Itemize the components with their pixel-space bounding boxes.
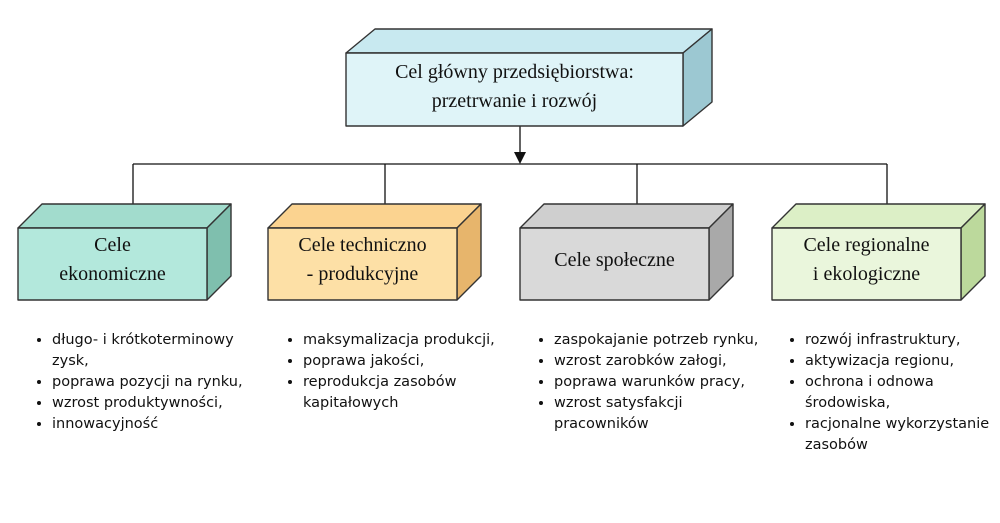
main-goal-box-front	[345, 52, 684, 127]
main-goal-title: Cel główny przedsiębiorstwa: przetrwanie…	[395, 61, 634, 112]
category-box-0-front	[17, 227, 208, 301]
list-item: aktywizacja regionu,	[805, 351, 995, 372]
list-item: ochrona i odnowa środowiska,	[805, 372, 995, 414]
list-item: reprodukcja zasobów kapitałowych	[303, 372, 503, 414]
category-title-regional: Cele regionalne i ekologiczne	[803, 234, 930, 285]
economic-goals-list: długo- i krótkoterminowy zysk, poprawa p…	[30, 330, 262, 435]
list-item: maksymalizacja produkcji,	[303, 330, 503, 351]
category-box-3-top	[771, 203, 986, 229]
category-box-3-front	[771, 227, 962, 301]
category-box-1-top	[267, 203, 482, 229]
list-item: zaspokajanie potrzeb rynku,	[554, 330, 759, 351]
category-box-2-front	[519, 227, 710, 301]
arrow-head-icon	[514, 152, 526, 164]
category-title-social: Cele społeczne	[554, 248, 675, 271]
list-item: wzrost zarobków załogi,	[554, 351, 759, 372]
list-item: rozwój infrastruktury,	[805, 330, 995, 351]
category-box-2-top	[519, 203, 734, 229]
technical-goals-list: maksymalizacja produkcji, poprawa jakośc…	[281, 330, 503, 414]
list-item: wzrost satysfakcji pracowników	[554, 393, 759, 435]
main-goal-box-top	[345, 28, 713, 54]
social-goals-list: zaspokajanie potrzeb rynku, wzrost zarob…	[532, 330, 759, 435]
list-item: poprawa jakości,	[303, 351, 503, 372]
category-title-economic: Cele ekonomiczne	[59, 234, 166, 285]
category-box-0-top	[17, 203, 232, 229]
list-item: wzrost produktywności,	[52, 393, 262, 414]
list-item: poprawa pozycji na rynku,	[52, 372, 262, 393]
list-item: racjonalne wykorzystanie zasobów	[805, 414, 995, 456]
regional-goals-list: rozwój infrastruktury, aktywizacja regio…	[783, 330, 995, 456]
list-item: długo- i krótkoterminowy zysk,	[52, 330, 262, 372]
category-box-1-front	[267, 227, 458, 301]
category-title-technical: Cele techniczno - produkcyjne	[298, 234, 427, 285]
list-item: poprawa warunków pracy,	[554, 372, 759, 393]
list-item: innowacyjność	[52, 414, 262, 435]
